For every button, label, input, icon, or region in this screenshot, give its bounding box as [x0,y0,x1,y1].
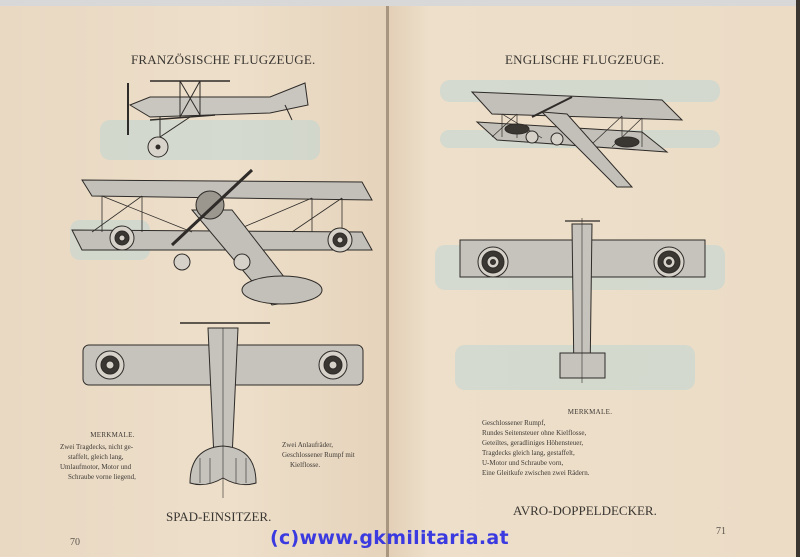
spad-features-right: Zwei Anlaufräder, Geschlossener Rumpf mi… [282,440,387,470]
scan-right-edge [796,0,800,557]
feature-line: Schraube vorne liegend, [68,473,136,481]
feature-line: Geschlossener Rumpf mit [282,451,355,459]
feature-line: Eine Gleitkufe zwischen zwei Rädern. [482,469,590,477]
feature-line: Tragdecks gleich lang, gestaffelt, [482,449,575,457]
page-number-right: 71 [716,526,726,537]
feature-line: Geschlossener Rumpf, [482,419,546,427]
bleed-through-shape [100,120,320,160]
page-title-french: FRANZÖSISCHE FLUGZEUGE. [131,52,316,67]
avro-top-view-illustration [459,218,706,383]
features-heading: MERKMALE. [90,431,135,439]
aircraft-caption-spad: SPAD-EINSITZER. [166,509,272,524]
feature-line: U-Motor und Schraube vorn, [482,459,564,467]
spad-side-view-illustration [127,80,309,158]
features-heading: MERKMALE. [567,408,613,416]
book-spine [386,6,389,557]
feature-line: Geteiltes, geradliniges Höhensteuer, [482,439,584,447]
page-title-english: ENGLISCHE FLUGZEUGE. [505,52,665,67]
feature-line: Zwei Tragdecks, nicht ge- [60,443,134,451]
feature-line: staffelt, gleich lang, [68,453,124,461]
feature-line: Kielflosse. [290,461,321,469]
avro-perspective-illustration [470,91,684,188]
avro-features: MERKMALE. Geschlossener Rumpf, Rundes Se… [482,407,668,478]
spad-top-view-illustration [82,322,364,498]
scan-top-edge [0,0,800,6]
aircraft-caption-avro: AVRO-DOPPELDECKER. [513,503,657,518]
copyright-watermark: (c)www.gkmilitaria.at [270,527,509,549]
spad-features-left: MERKMALE. Zwei Tragdecks, nicht ge- staf… [60,430,165,482]
feature-line: Rundes Seitensteuer ohne Kielflosse, [482,429,587,437]
feature-line: Zwei Anlaufräder, [282,441,334,449]
page-number-left: 70 [70,537,80,548]
feature-line: Umlaufmotor, Motor und [60,463,132,471]
spad-perspective-illustration [71,168,373,306]
